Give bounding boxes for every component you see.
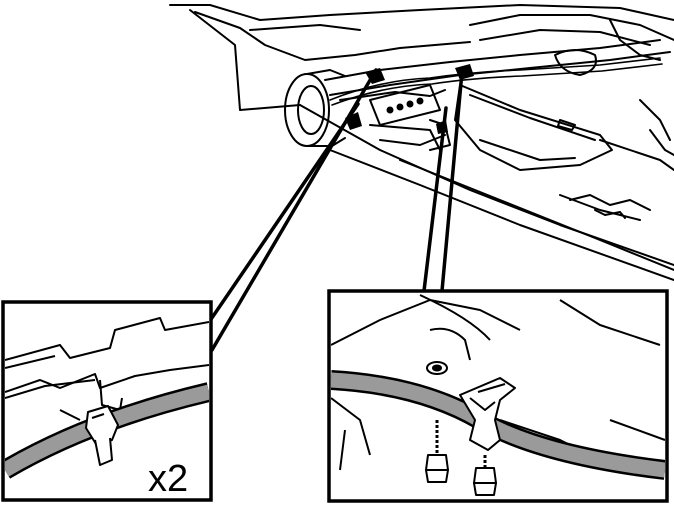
quantity-label: x2 — [148, 458, 188, 500]
leader-lines — [203, 68, 464, 352]
detail-view-bracket — [327, 289, 669, 503]
detail-view-clip: x2 — [1, 300, 213, 502]
underbody-overview — [169, 4, 674, 281]
brake-cable-overview — [329, 57, 663, 106]
